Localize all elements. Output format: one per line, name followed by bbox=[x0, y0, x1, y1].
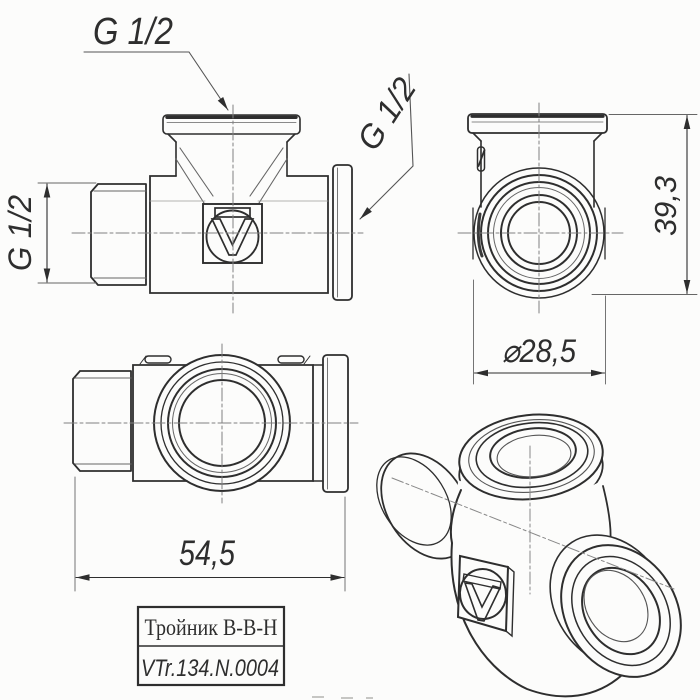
thread-label-top: G 1/2 bbox=[93, 11, 173, 53]
front-body bbox=[149, 175, 329, 294]
relief-tabs bbox=[139, 355, 311, 365]
title-block bbox=[136, 605, 286, 687]
front-top-flange bbox=[162, 114, 301, 135]
front-view bbox=[37, 51, 414, 314]
front-male-thread bbox=[90, 183, 147, 286]
dimension-diameter: ⌀28,5 bbox=[502, 333, 576, 369]
dimension-length: 54,5 bbox=[179, 534, 235, 573]
cropped-bottom-marks bbox=[312, 696, 373, 699]
isometric-view bbox=[376, 413, 682, 700]
product-name: Тройник В-В-Н bbox=[145, 615, 278, 640]
leader-right-thread bbox=[359, 73, 414, 220]
iso-body bbox=[449, 489, 623, 698]
top-male-thread bbox=[72, 370, 132, 472]
thread-label-left: G 1/2 bbox=[2, 195, 38, 271]
leader-top-thread bbox=[83, 51, 229, 111]
article-number: VTr.134.N.0004 bbox=[141, 655, 279, 682]
side-view bbox=[457, 102, 698, 385]
thread-relief-detail bbox=[476, 146, 486, 258]
top-view bbox=[63, 343, 359, 592]
dimension-height: 39,3 bbox=[648, 176, 683, 236]
iso-brand-logo-icon bbox=[456, 554, 515, 638]
side-top-flange bbox=[467, 113, 608, 134]
